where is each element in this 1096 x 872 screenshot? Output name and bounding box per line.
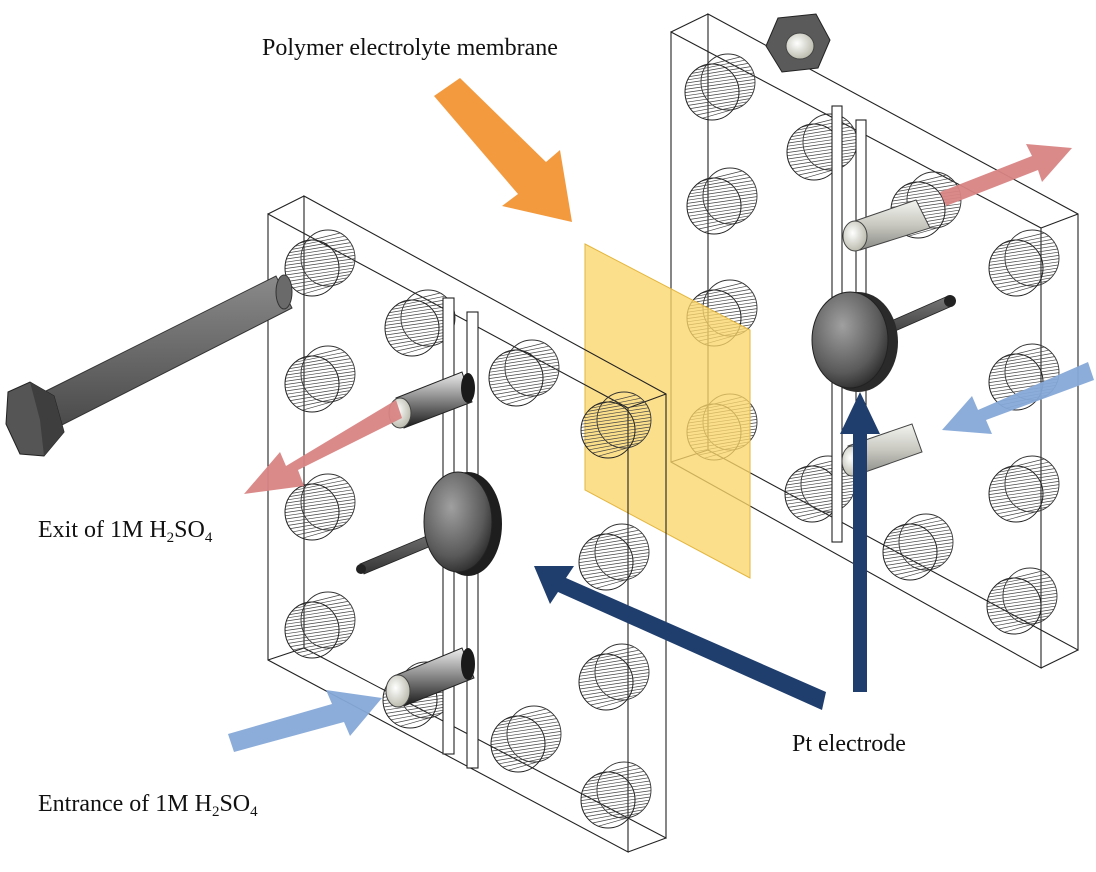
electrode-arrow-up xyxy=(840,392,880,692)
bolt-hole xyxy=(684,53,756,121)
long-bolt xyxy=(5,274,293,457)
right-pt-electrode xyxy=(811,291,956,392)
bolt-hole xyxy=(882,513,954,581)
bolt-hole xyxy=(284,345,356,413)
exit-label-prefix: Exit of 1M H xyxy=(38,517,167,543)
hex-nut xyxy=(765,13,831,73)
bolt-hole xyxy=(578,523,650,591)
bolt-hole xyxy=(580,761,652,829)
bolt-hole xyxy=(384,289,456,357)
left-inflow-arrow xyxy=(228,690,382,752)
left-pt-electrode xyxy=(356,471,502,576)
exit-label-sub2: 4 xyxy=(204,530,213,546)
right-outflow-arrow xyxy=(940,144,1072,206)
bolt-hole xyxy=(490,705,562,773)
entrance-label-prefix: Entrance of 1M H xyxy=(38,791,212,817)
bolt-hole xyxy=(988,455,1060,523)
membrane-label: Polymer electrolyte membrane xyxy=(262,35,558,61)
polymer-electrolyte-membrane xyxy=(584,243,751,579)
bolt-hole xyxy=(986,567,1058,635)
bolt-hole xyxy=(284,591,356,659)
membrane-arrow xyxy=(434,78,572,222)
entrance-label-sub1: 2 xyxy=(211,804,220,820)
bolt-hole xyxy=(580,391,652,459)
entrance-label: Entrance of 1M H2SO4 xyxy=(38,791,258,820)
exit-label-mid: SO xyxy=(174,517,205,543)
right-outlet-tube xyxy=(842,199,931,252)
bolt-hole xyxy=(686,167,758,235)
bolt-hole xyxy=(488,339,560,407)
left-plate-bolt-holes xyxy=(284,229,652,829)
bolt-hole xyxy=(578,643,650,711)
left-inlet-tube xyxy=(385,647,475,708)
electrode-arrow-left xyxy=(534,566,826,710)
entrance-label-sub2: 4 xyxy=(250,804,258,820)
entrance-label-mid: SO xyxy=(219,791,251,817)
left-outlet-tube xyxy=(388,371,475,429)
bolt-hole xyxy=(284,473,356,541)
exit-label: Exit of 1M H2SO4 xyxy=(38,517,212,546)
exit-label-sub1: 2 xyxy=(166,530,175,546)
right-inflow-arrow xyxy=(942,362,1094,434)
bolt-hole xyxy=(988,229,1060,297)
bolt-hole xyxy=(284,229,356,297)
pt-electrode-label: Pt electrode xyxy=(792,731,906,757)
left-outflow-arrow xyxy=(244,400,402,494)
bolt-hole xyxy=(786,113,858,181)
